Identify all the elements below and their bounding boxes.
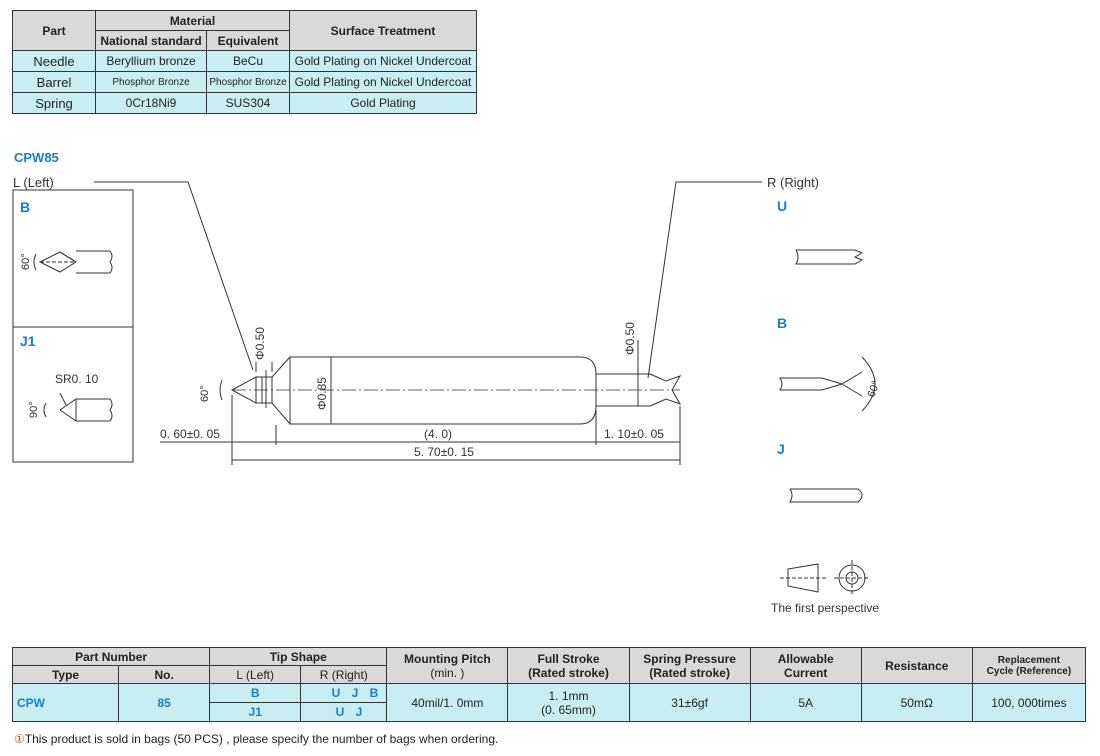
header-equivalent: Equivalent bbox=[206, 30, 290, 51]
tip-j1-radius: SR0. 10 bbox=[55, 372, 99, 386]
perspective-label: The first perspective bbox=[771, 601, 879, 615]
cell-cycle: 100, 000times bbox=[971, 683, 1087, 722]
table-row: Barrel Phosphor Bronze Phosphor Bronze G… bbox=[12, 71, 477, 93]
header-part: Part bbox=[12, 10, 96, 51]
cell-stroke: 1. 1mm (0. 65mm) bbox=[507, 683, 630, 722]
tip-j1-angle: 90° bbox=[28, 401, 40, 418]
dim-right-len: 1. 10±0. 05 bbox=[604, 427, 664, 441]
right-tip-dia: Φ0.50 bbox=[623, 322, 637, 355]
left-label: L (Left) bbox=[13, 175, 54, 190]
cell-equivalent: Phosphor Bronze bbox=[206, 71, 290, 93]
part-table: Part Number Tip Shape Mounting Pitch (mi… bbox=[11, 647, 1087, 722]
cell-stroke-rated: (0. 65mm) bbox=[541, 702, 596, 717]
cell-left-tip: J1 bbox=[209, 702, 302, 722]
probe-drawing: L (Left) R (Right) B J1 60° SR0. 10 90° bbox=[12, 175, 883, 615]
tip-b-icon bbox=[33, 250, 113, 274]
right-tip-b: B bbox=[777, 315, 787, 331]
cell-equivalent: SUS304 bbox=[206, 92, 290, 114]
cell-part: Spring bbox=[12, 92, 96, 114]
cell-right-tip: U J B bbox=[300, 683, 388, 703]
cell-left-tip: B bbox=[209, 683, 302, 703]
cell-surface: Gold Plating bbox=[289, 92, 477, 114]
right-label: R (Right) bbox=[767, 175, 819, 190]
tip-j1-icon bbox=[43, 392, 113, 422]
left-tip-dia: Φ0.50 bbox=[253, 327, 267, 360]
header-right: R (Right) bbox=[300, 665, 388, 684]
header-spring-sub: (Rated stroke) bbox=[649, 665, 730, 680]
header-pitch: Mounting Pitch (min. ) bbox=[386, 647, 509, 684]
order-note: ①This product is sold in bags (50 PCS) ,… bbox=[14, 732, 498, 746]
header-replacement-sub: Cycle (Reference) bbox=[986, 665, 1072, 677]
projection-symbol bbox=[780, 560, 870, 596]
tip-code-j1: J1 bbox=[20, 333, 36, 349]
cell-part: Needle bbox=[12, 50, 96, 72]
dim-left-len: 0. 60±0. 05 bbox=[160, 427, 220, 441]
header-replacement: Replacement Cycle (Reference) bbox=[971, 647, 1087, 684]
table-row: Needle Beryllium bronze BeCu Gold Platin… bbox=[12, 50, 477, 72]
cell-right-tip: U J bbox=[300, 702, 388, 722]
cell-pitch: 40mil/1. 0mm bbox=[386, 683, 509, 722]
cell-no: 85 bbox=[118, 683, 211, 722]
cell-resistance: 50mΩ bbox=[860, 683, 973, 722]
header-stroke: Full Stroke (Rated stroke) bbox=[507, 647, 630, 684]
right-leader bbox=[647, 181, 762, 379]
header-spring: Spring Pressure (Rated stroke) bbox=[628, 647, 751, 684]
dim-total-len: 5. 70±0. 15 bbox=[414, 445, 474, 459]
tip-box-j1 bbox=[12, 326, 134, 463]
tip-code-b: B bbox=[20, 199, 30, 215]
cell-current: 5A bbox=[749, 683, 862, 722]
material-table: Part Material Surface Treatment National… bbox=[12, 10, 477, 114]
cell-type: CPW bbox=[11, 683, 120, 722]
header-current-sub: Current bbox=[784, 665, 828, 680]
tip-b-right-angle: 60° bbox=[866, 379, 883, 399]
tip-u-icon bbox=[795, 249, 864, 265]
right-tip-u: U bbox=[777, 198, 787, 214]
header-type: Type bbox=[11, 665, 120, 684]
cell-national: Phosphor Bronze bbox=[95, 71, 207, 93]
model-title: CPW85 bbox=[14, 150, 59, 165]
header-national: National standard bbox=[95, 30, 207, 51]
cell-pressure: 31±6gf bbox=[628, 683, 751, 722]
tip-b-angle: 60° bbox=[20, 253, 32, 270]
header-no: No. bbox=[118, 665, 211, 684]
barrel-dia: Φ0.85 bbox=[315, 377, 329, 410]
left-dia-ext bbox=[255, 362, 273, 372]
header-surface: Surface Treatment bbox=[289, 10, 477, 51]
header-pitch-label: Mounting Pitch bbox=[404, 651, 491, 666]
header-stroke-label: Full Stroke bbox=[537, 651, 600, 666]
header-replacement-label: Replacement bbox=[997, 654, 1061, 666]
header-resistance: Resistance bbox=[860, 647, 973, 684]
cell-surface: Gold Plating on Nickel Undercoat bbox=[289, 71, 477, 93]
left-leader bbox=[94, 181, 254, 371]
note-marker: ① bbox=[14, 732, 25, 746]
header-tip-shape: Tip Shape bbox=[209, 647, 388, 666]
cell-part: Barrel bbox=[12, 71, 96, 93]
tip-j-icon bbox=[789, 488, 863, 503]
cell-national: 0Cr18Ni9 bbox=[95, 92, 207, 114]
header-left: L (Left) bbox=[209, 665, 302, 684]
table-row: Spring 0Cr18Ni9 SUS304 Gold Plating bbox=[12, 92, 477, 114]
cell-equivalent: BeCu bbox=[206, 50, 290, 72]
header-material: Material bbox=[95, 10, 290, 31]
cell-national: Beryllium bronze bbox=[95, 50, 207, 72]
right-tip-j: J bbox=[777, 441, 785, 457]
tip-angle-arc bbox=[219, 379, 223, 401]
dimension-lines bbox=[160, 395, 681, 465]
header-current: Allowable Current bbox=[749, 647, 862, 684]
header-spring-label: Spring Pressure bbox=[643, 651, 736, 666]
tip-b-right-icon bbox=[779, 356, 876, 412]
header-pitch-sub: (min. ) bbox=[430, 665, 465, 680]
cell-surface: Gold Plating on Nickel Undercoat bbox=[289, 50, 477, 72]
dim-mid-len: (4. 0) bbox=[424, 427, 452, 441]
cell-stroke-full: 1. 1mm bbox=[548, 688, 589, 703]
probe-body bbox=[230, 356, 682, 425]
tip-angle-text: 60° bbox=[199, 385, 211, 402]
header-current-label: Allowable bbox=[777, 651, 834, 666]
header-part-number: Part Number bbox=[11, 647, 211, 666]
note-text: This product is sold in bags (50 PCS) , … bbox=[24, 732, 499, 746]
header-stroke-sub: (Rated stroke) bbox=[528, 665, 609, 680]
